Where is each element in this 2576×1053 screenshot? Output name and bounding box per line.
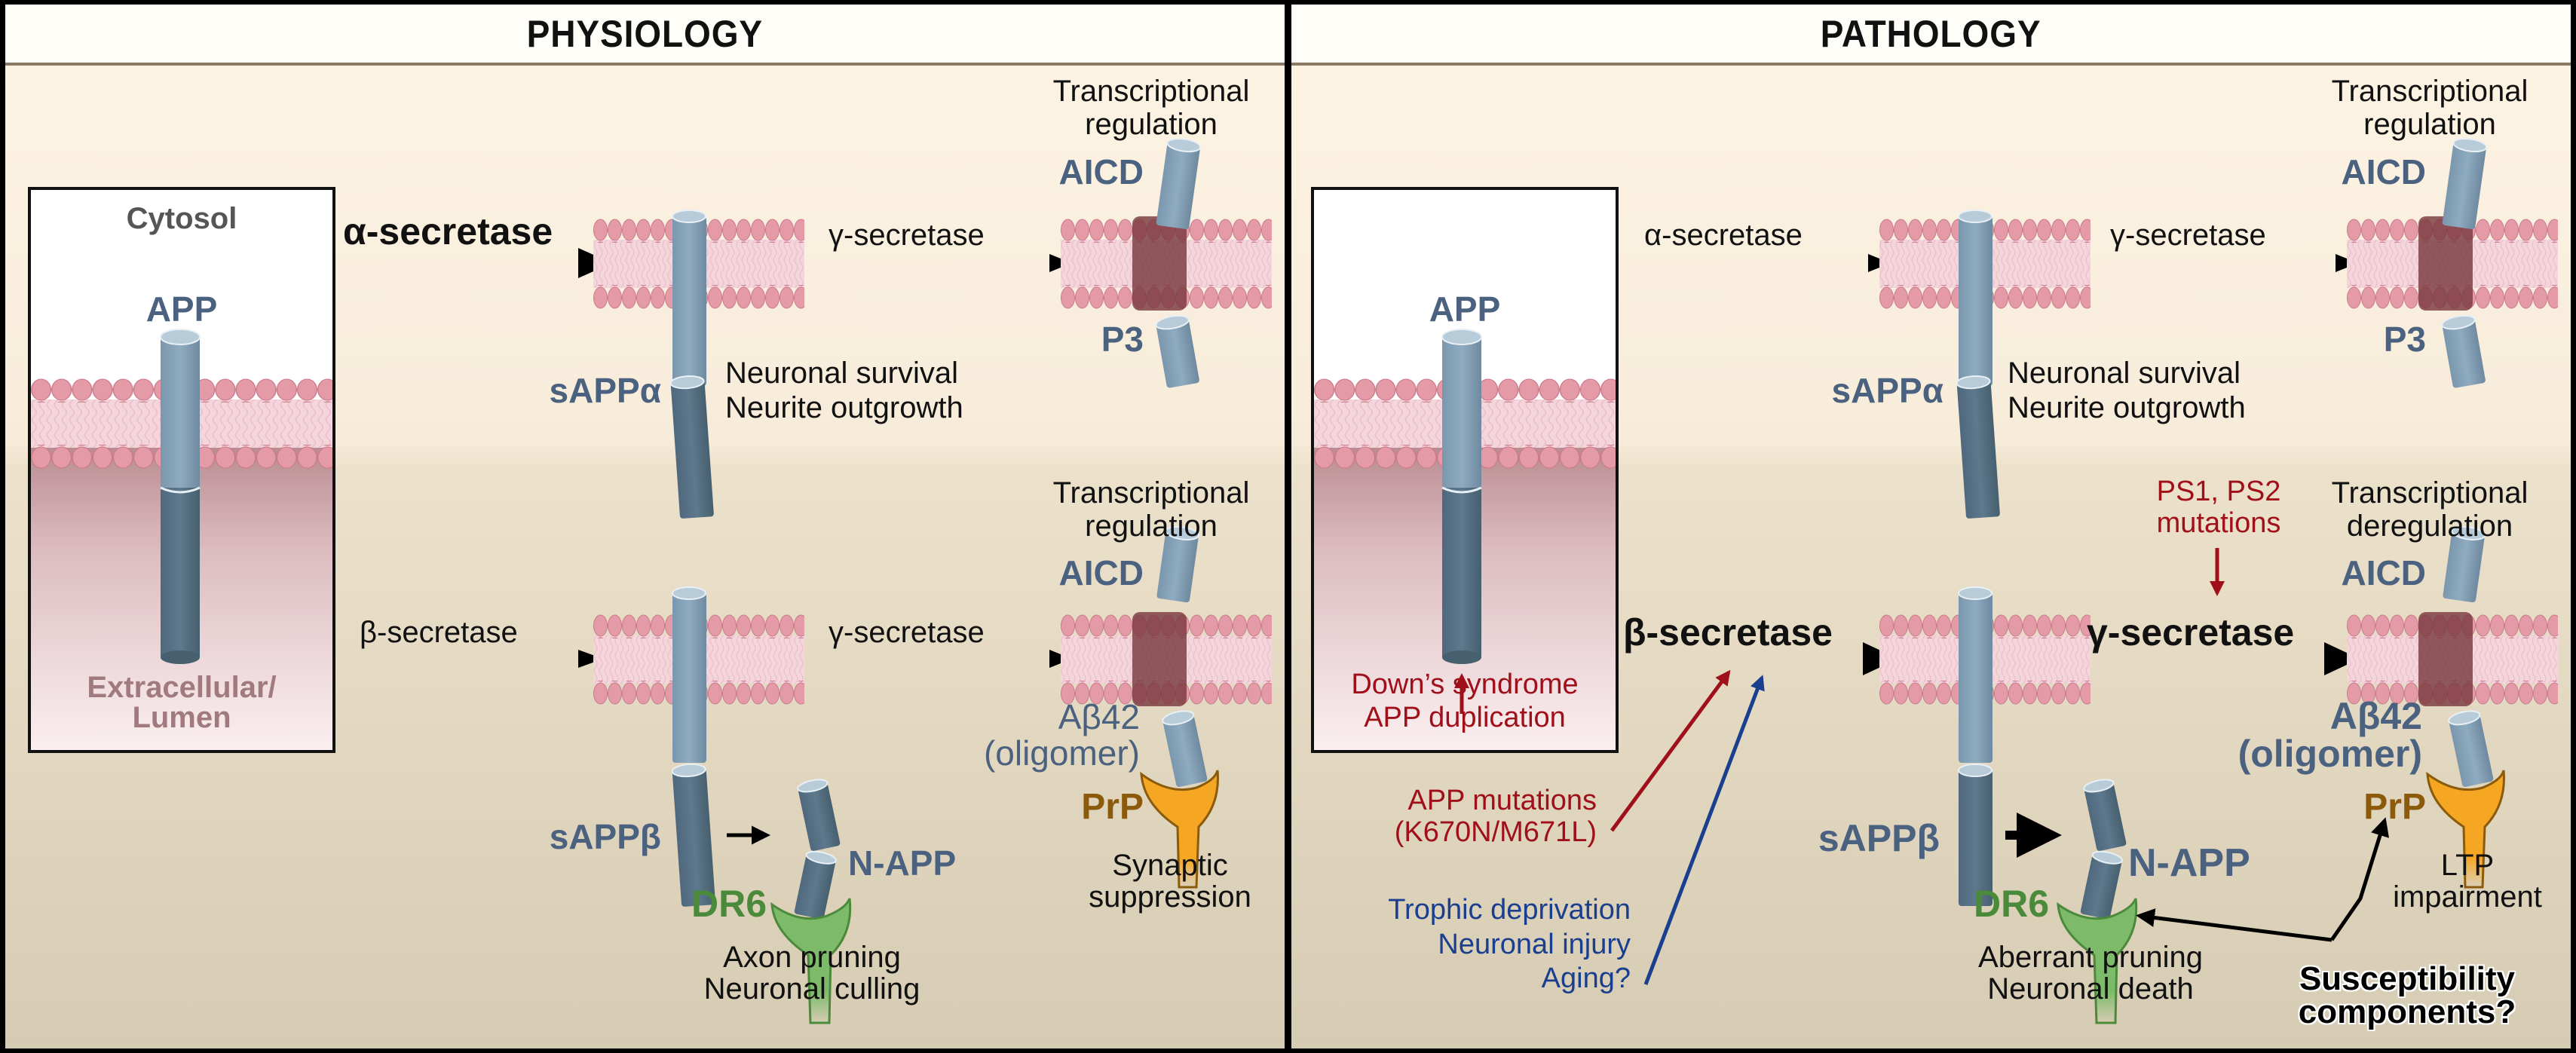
napp-fragment xyxy=(794,850,837,920)
sapp-beta-label: sAPPβ xyxy=(1818,817,1940,859)
p3-label: P3 xyxy=(1101,320,1144,359)
panel-title: PATHOLOGY xyxy=(1821,12,2042,55)
dr6-label: DR6 xyxy=(1974,883,2050,925)
extracellular-label: Extracellular/Lumen xyxy=(87,671,277,734)
app-protein xyxy=(160,329,201,664)
app-label: APP xyxy=(1429,289,1501,329)
pathology-diagram xyxy=(1311,138,2558,1024)
gamma-secretase-label: γ-secretase xyxy=(2087,611,2295,654)
aicd-label: AICD xyxy=(1058,553,1144,592)
physiology-panel: PHYSIOLOGY xyxy=(5,5,1285,1048)
beta-pathway xyxy=(378,525,1272,1024)
alpha-secretase-label: α-secretase xyxy=(343,210,553,253)
aicd-fragment xyxy=(1156,138,1202,230)
pathology-panel: PATHOLOGY xyxy=(1291,5,2571,1048)
sapp-alpha-label: sAPPα xyxy=(549,371,661,410)
dr6-receptor xyxy=(770,898,852,1024)
app-ctf xyxy=(672,216,706,386)
app-protein xyxy=(1441,329,1482,664)
prp-label: PrP xyxy=(2363,787,2426,827)
prp-receptor xyxy=(2426,770,2505,889)
panel-header: PHYSIOLOGY xyxy=(5,5,1285,66)
aicd-fragment xyxy=(1156,525,1200,603)
beta-secretase-label: β-secretase xyxy=(1623,611,1833,654)
alpha-pathway xyxy=(337,138,1272,519)
abeta42-label: Aβ42(oligomer) xyxy=(983,697,1140,773)
cytosol-label: Cytosol xyxy=(126,202,237,235)
trophic-arrow xyxy=(1643,675,1765,985)
prp-receptor xyxy=(1140,770,1219,889)
physiology-diagram xyxy=(28,138,1272,1024)
gamma-secretase-complex xyxy=(1132,612,1187,706)
dr6-label: DR6 xyxy=(691,883,767,925)
sapp-beta-fragment xyxy=(671,763,715,907)
panel-body: Cytosol APP Extracellular/Lumen α-secret… xyxy=(5,66,1285,1048)
panel-header: PATHOLOGY xyxy=(1291,5,2571,66)
sapp-alpha-fragment xyxy=(669,375,714,519)
alpha-pathway xyxy=(1623,138,2558,519)
app-mutation-arrow xyxy=(1610,669,1731,832)
beta-pathway xyxy=(1610,525,2558,1024)
gamma-secretase-label: γ-secretase xyxy=(829,219,985,252)
alpha-secretase-label: α-secretase xyxy=(1644,219,1803,252)
susceptibility-arrow-prp xyxy=(2329,817,2390,941)
app-mutations-label: APP mutations(K670N/M671L) xyxy=(1394,785,1597,848)
sapp-alpha-label: sAPPα xyxy=(1831,371,1943,410)
abeta42-fragment xyxy=(1162,710,1208,787)
app-label: APP xyxy=(145,289,218,329)
sapp-beta-label: sAPPβ xyxy=(549,817,661,856)
panel-title: PHYSIOLOGY xyxy=(526,12,764,55)
cell-inset xyxy=(28,187,335,753)
p3-fragment xyxy=(1155,314,1199,388)
napp-label: N-APP xyxy=(848,843,957,883)
sapp-beta-c-fragment xyxy=(797,779,841,851)
susceptibility-arrow-dr6 xyxy=(2136,908,2332,942)
cell-inset xyxy=(1311,187,1619,753)
gamma-secretase-complex xyxy=(1132,216,1187,311)
aicd-label: AICD xyxy=(2341,152,2426,191)
gamma-secretase-label: γ-secretase xyxy=(829,616,985,649)
beta-secretase-label: β-secretase xyxy=(360,616,518,649)
p3-label: P3 xyxy=(2383,320,2426,359)
prp-label: PrP xyxy=(1081,787,1144,827)
abeta42-label: Aβ42(oligomer) xyxy=(2238,695,2422,775)
gamma-secretase-complex xyxy=(2418,216,2473,311)
aicd-label: AICD xyxy=(1058,152,1144,191)
gamma-secretase-complex xyxy=(2418,612,2473,706)
napp-label: N-APP xyxy=(2128,841,2250,885)
gamma-secretase-label: γ-secretase xyxy=(2110,219,2266,252)
aicd-label: AICD xyxy=(2341,553,2426,592)
